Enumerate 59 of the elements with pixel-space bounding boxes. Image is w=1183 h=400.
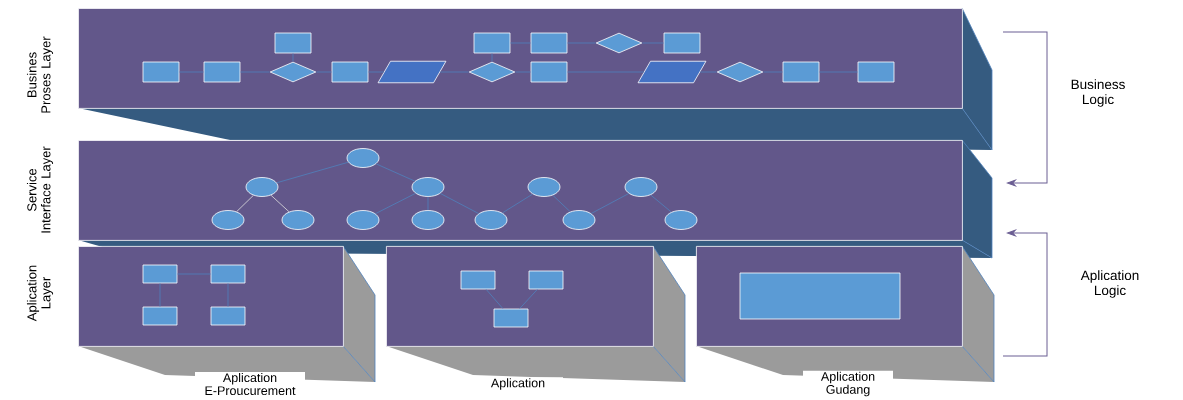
small-box	[473, 32, 511, 54]
connector-line	[699, 71, 717, 73]
side-label: Business Logic	[1071, 79, 1125, 107]
small-box	[203, 61, 241, 83]
connector-line	[519, 289, 538, 309]
connector-line	[276, 161, 349, 184]
connector-line	[650, 194, 672, 213]
connector-line	[375, 163, 416, 182]
small-parallelogram	[637, 60, 707, 84]
small-parallelogram	[377, 60, 447, 84]
small-ellipse	[245, 177, 279, 197]
connector-line	[485, 289, 504, 309]
small-box	[528, 270, 564, 290]
small-box	[142, 306, 178, 326]
small-box	[739, 272, 901, 320]
small-box	[530, 61, 568, 83]
small-box	[530, 32, 568, 54]
small-ellipse	[411, 177, 445, 197]
small-box	[142, 264, 178, 284]
small-ellipse	[562, 210, 596, 230]
connector-line	[270, 194, 290, 213]
small-box	[460, 270, 496, 290]
small-ellipse	[411, 210, 445, 230]
small-diamond	[716, 61, 764, 83]
small-ellipse	[474, 210, 508, 230]
connector-line	[375, 193, 416, 215]
small-ellipse	[664, 210, 698, 230]
node-label: Aplication Gudang	[820, 371, 875, 397]
small-box	[331, 61, 369, 83]
small-box	[142, 61, 180, 83]
node-label: Aplication E-Proucurement	[205, 372, 296, 396]
connector-line	[552, 194, 571, 213]
connector-line	[236, 195, 254, 212]
connector-line	[502, 193, 533, 214]
node-label: Busines Proses Layer	[26, 36, 54, 113]
small-box	[210, 264, 246, 284]
small-box	[210, 306, 246, 326]
side-label: Aplication Logic	[1080, 270, 1139, 298]
small-ellipse	[624, 177, 658, 197]
side-label: Aplication Layer	[26, 265, 54, 322]
small-diamond	[468, 61, 516, 83]
small-ellipse	[281, 210, 315, 230]
small-box	[493, 308, 529, 328]
node-label: Aplication	[490, 378, 545, 390]
small-box	[663, 32, 701, 54]
small-ellipse	[527, 177, 561, 197]
small-box	[782, 61, 820, 83]
small-diamond	[595, 32, 643, 54]
small-box	[274, 32, 312, 54]
layer-block: Aplication	[386, 245, 686, 391]
small-ellipse	[211, 210, 245, 230]
node-label: Service Interface Layer	[26, 146, 54, 233]
small-ellipse	[346, 148, 380, 168]
connector-line	[440, 193, 479, 214]
small-box	[857, 61, 895, 83]
small-diamond	[269, 61, 317, 83]
layer-block: Aplication E-Proucurement	[78, 245, 376, 397]
small-ellipse	[346, 210, 380, 230]
connector-line	[590, 193, 630, 214]
